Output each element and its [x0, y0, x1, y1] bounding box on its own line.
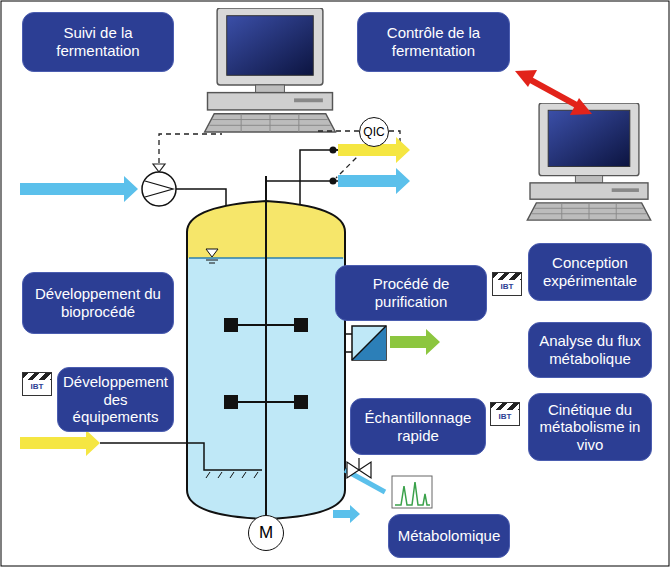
node-text: Cinétique du métabolisme in vivo: [535, 401, 645, 454]
feed-arrow: [20, 176, 138, 202]
label-box: Développement du bioprocédé: [22, 272, 174, 334]
clapper-label: IBT: [22, 372, 52, 396]
clapper-label: IBT: [492, 272, 522, 296]
node-text: M: [259, 523, 273, 543]
gas-inlet-arrow: [20, 430, 100, 456]
clapper-label: IBT: [490, 402, 520, 426]
node-text: Échantillonnage rapide: [357, 409, 479, 444]
sample-arrow: [333, 505, 360, 523]
filter-module: [352, 326, 386, 360]
label-box: Suivi de la fermentation: [22, 12, 174, 72]
pump-symbol: [142, 172, 176, 206]
stirrer-shaft: [265, 176, 267, 515]
node-text: Développement du bioprocédé: [29, 285, 167, 320]
node-text: QIC: [363, 125, 384, 139]
node-text: Suivi de la fermentation: [29, 24, 167, 59]
node-text: Conception expérimentale: [535, 254, 645, 289]
node-text: Analyse du flux métabolique: [535, 332, 645, 367]
chromatogram-icon: [392, 476, 432, 508]
label-box: Développement des équipements: [57, 367, 174, 432]
label-box: Procédé de purification: [335, 265, 487, 321]
label-box: Conception expérimentale: [528, 243, 652, 301]
circle-node: QIC: [359, 117, 389, 147]
node-text: Métabolomique: [398, 527, 501, 545]
product-arrow: [390, 329, 440, 355]
node-text: Développement des équipements: [63, 373, 168, 426]
node-text: Contrôle de la fermentation: [364, 24, 503, 59]
impeller: [224, 318, 308, 409]
sparger: [100, 443, 262, 470]
computer: [527, 103, 650, 220]
double-arrow: [515, 70, 592, 115]
node-text: Procédé de purification: [342, 275, 480, 310]
label-box: Cinétique du métabolisme in vivo: [528, 393, 652, 461]
label-box: Analyse du flux métabolique: [528, 322, 652, 378]
label-box: Contrôle de la fermentation: [357, 12, 510, 72]
computer: [205, 8, 336, 132]
label-box: Échantillonnage rapide: [350, 398, 486, 455]
label-box: Métabolomique: [388, 514, 510, 558]
outlet-arrow: [338, 168, 410, 194]
circle-node: M: [248, 515, 284, 551]
